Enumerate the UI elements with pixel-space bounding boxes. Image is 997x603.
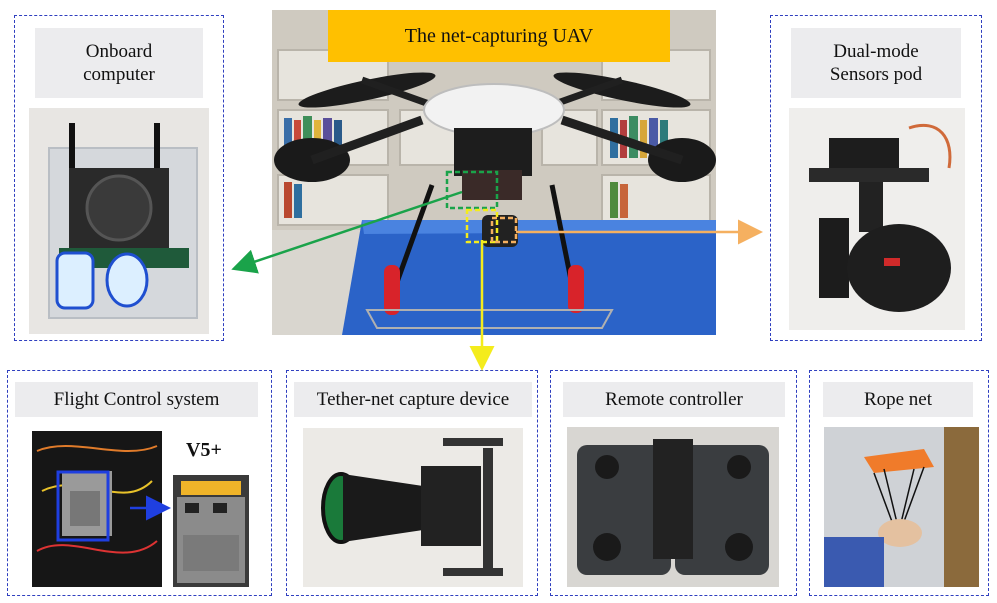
remote-controller-panel: Remote controller — [550, 370, 797, 596]
flight-control-label: Flight Control system — [15, 382, 258, 417]
flight-control-photo — [32, 431, 162, 587]
rope-net-label: Rope net — [823, 382, 973, 417]
rope-net-photo — [824, 427, 979, 587]
sensors-pod-label: Dual-mode Sensors pod — [791, 28, 961, 98]
sensors-pod-photo — [789, 108, 965, 330]
flight-controller-closeup-photo — [173, 475, 249, 587]
remote-controller-label: Remote controller — [563, 382, 785, 417]
onboard-computer-photo — [29, 108, 209, 334]
capture-device-panel: Tether-net capture device — [286, 370, 538, 596]
remote-controller-photo — [567, 427, 779, 587]
onboard-computer-label: Onboard computer — [35, 28, 203, 98]
flight-control-panel: Flight Control system V5+ — [7, 370, 272, 596]
rope-net-panel: Rope net — [809, 370, 989, 596]
onboard-computer-panel: Onboard computer — [14, 15, 224, 341]
capture-device-photo — [303, 428, 523, 587]
uav-title-banner: The net-capturing UAV — [328, 10, 670, 62]
flight-control-version-label: V5+ — [186, 439, 222, 461]
sensors-pod-panel: Dual-mode Sensors pod — [770, 15, 982, 341]
capture-device-label: Tether-net capture device — [294, 382, 532, 417]
